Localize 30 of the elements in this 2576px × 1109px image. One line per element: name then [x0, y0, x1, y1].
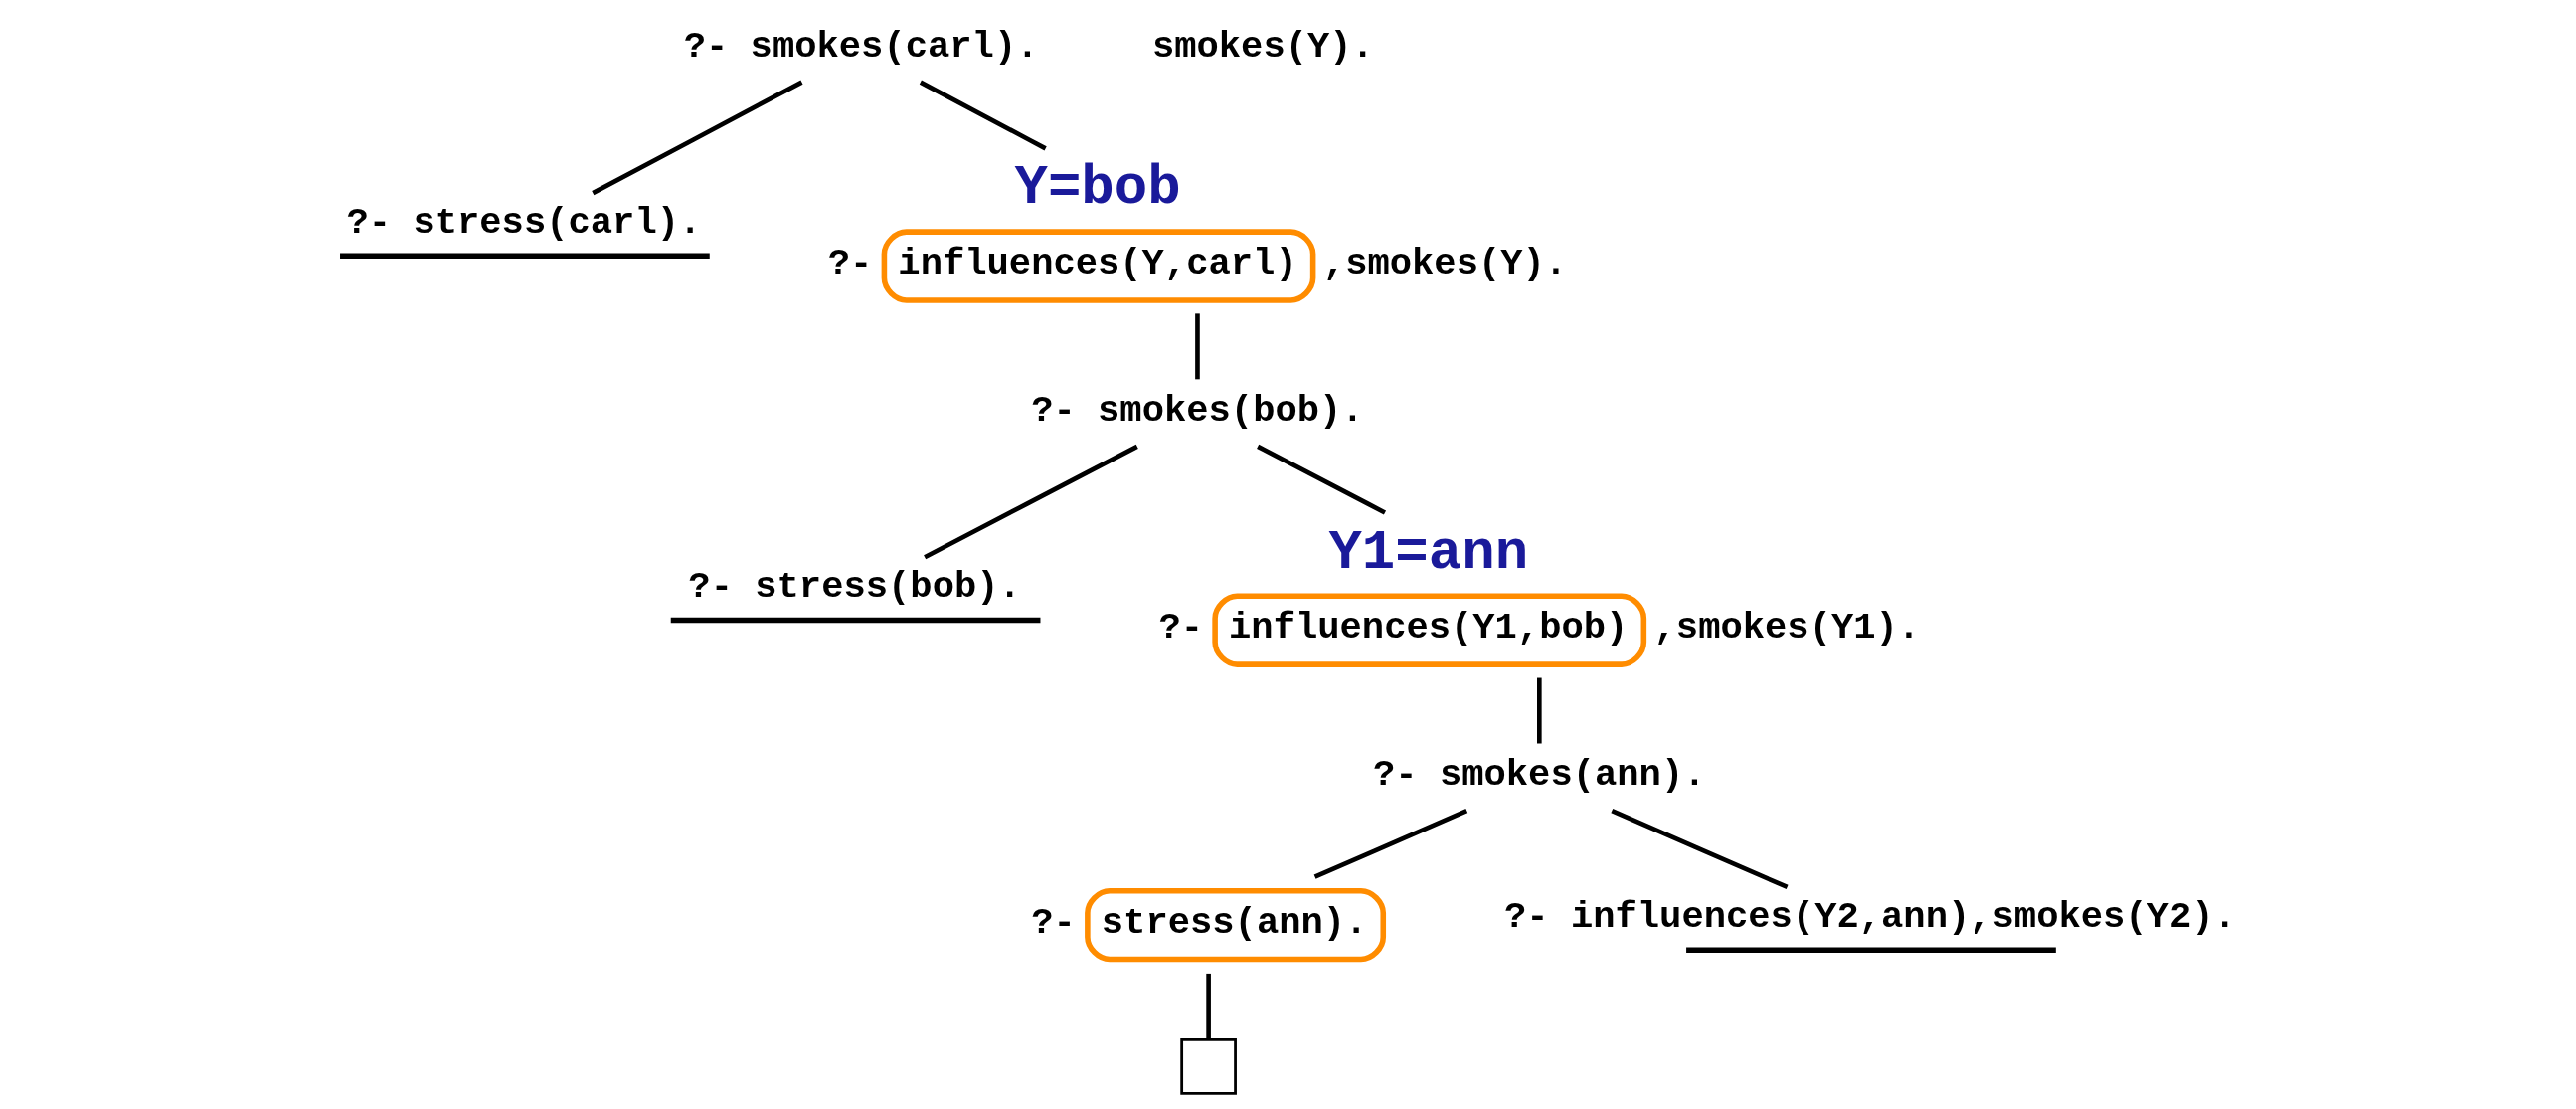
node-label: ?- stress(carl). [346, 202, 701, 245]
node-text: ?- smokes(carl). [683, 25, 1039, 68]
node-box [1685, 947, 2056, 954]
node-label: ,smokes(Y). [1322, 242, 1567, 284]
node-label: ?- stress(bob). [687, 566, 1021, 609]
node-box: influences(Y1,bob) [1211, 593, 1646, 667]
node-box: stress(ann). [1084, 888, 1386, 963]
connector [1610, 809, 1789, 890]
connector [923, 444, 1138, 560]
node-box [339, 253, 710, 260]
connector [1256, 444, 1386, 515]
label: smokes(Y). [1151, 25, 1374, 68]
node-text: ?- smokes(ann). [1372, 753, 1705, 796]
connector [1313, 809, 1467, 879]
node-label: Y=bob [1013, 157, 1181, 221]
connector [1536, 677, 1542, 744]
connector [919, 80, 1047, 151]
node-label: ?- [1030, 901, 1076, 944]
connector [1194, 313, 1200, 380]
node-text: ?- smokes(bob). [1030, 389, 1364, 432]
node-label: Y1=ann [1327, 521, 1528, 585]
node-label: ?- [827, 242, 872, 284]
node-box [1179, 1038, 1237, 1095]
connector [591, 80, 803, 196]
node-label: ?- [1157, 607, 1203, 649]
node-label: ?- influences(Y2,ann),smokes(Y2). [1503, 896, 2236, 939]
node-label: ,smokes(Y1). [1653, 607, 1920, 649]
connector [1205, 973, 1211, 1039]
node-box [670, 617, 1040, 624]
node-box: influences(Y,carl) [881, 229, 1315, 303]
